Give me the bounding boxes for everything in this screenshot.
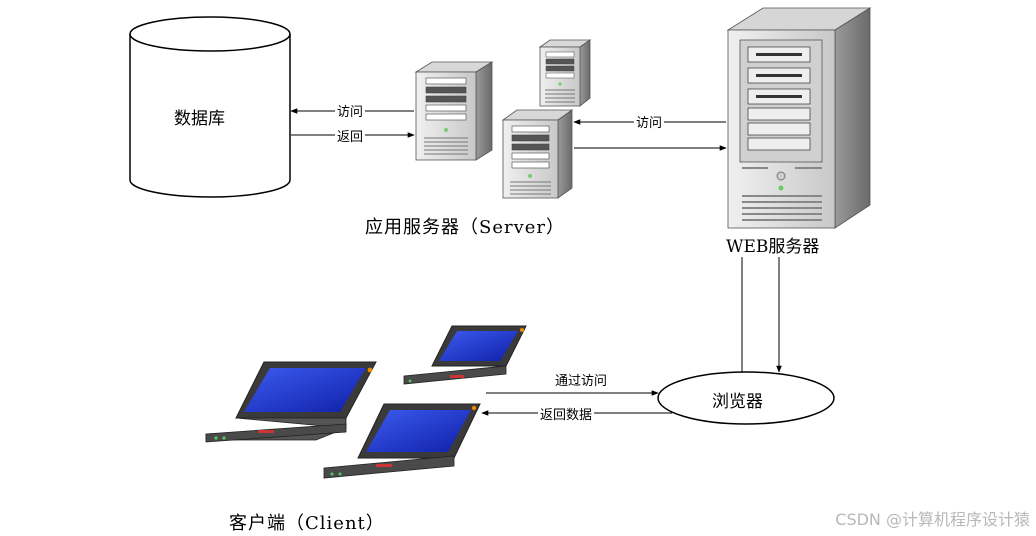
browser-ellipse: [657, 371, 835, 425]
client-laptop-1: [205, 361, 377, 443]
client-access-label: 通过访问: [555, 374, 608, 389]
db-access-label: 访问: [335, 101, 366, 120]
web-access-label: 访问: [634, 112, 665, 131]
database-label: 数据库: [174, 109, 225, 129]
browser-label: 浏览器: [712, 392, 763, 412]
web-server-tower: [726, 7, 872, 229]
client-caption: 客户端（Client）: [229, 513, 385, 534]
watermark: CSDN @计算机程序设计猿: [835, 510, 1030, 529]
web-server-caption: WEB服务器: [726, 232, 820, 257]
client-laptop-3: [323, 403, 481, 479]
client-return-label: 返回数据: [538, 404, 595, 423]
database-cylinder: [129, 16, 291, 198]
app-server-1: [414, 61, 494, 161]
db-return-label: 返回: [335, 126, 366, 145]
app-server-caption: 应用服务器（Server）: [365, 217, 566, 238]
app-server-2: [538, 39, 592, 107]
client-laptop-2: [403, 325, 527, 385]
app-server-3: [501, 109, 574, 199]
